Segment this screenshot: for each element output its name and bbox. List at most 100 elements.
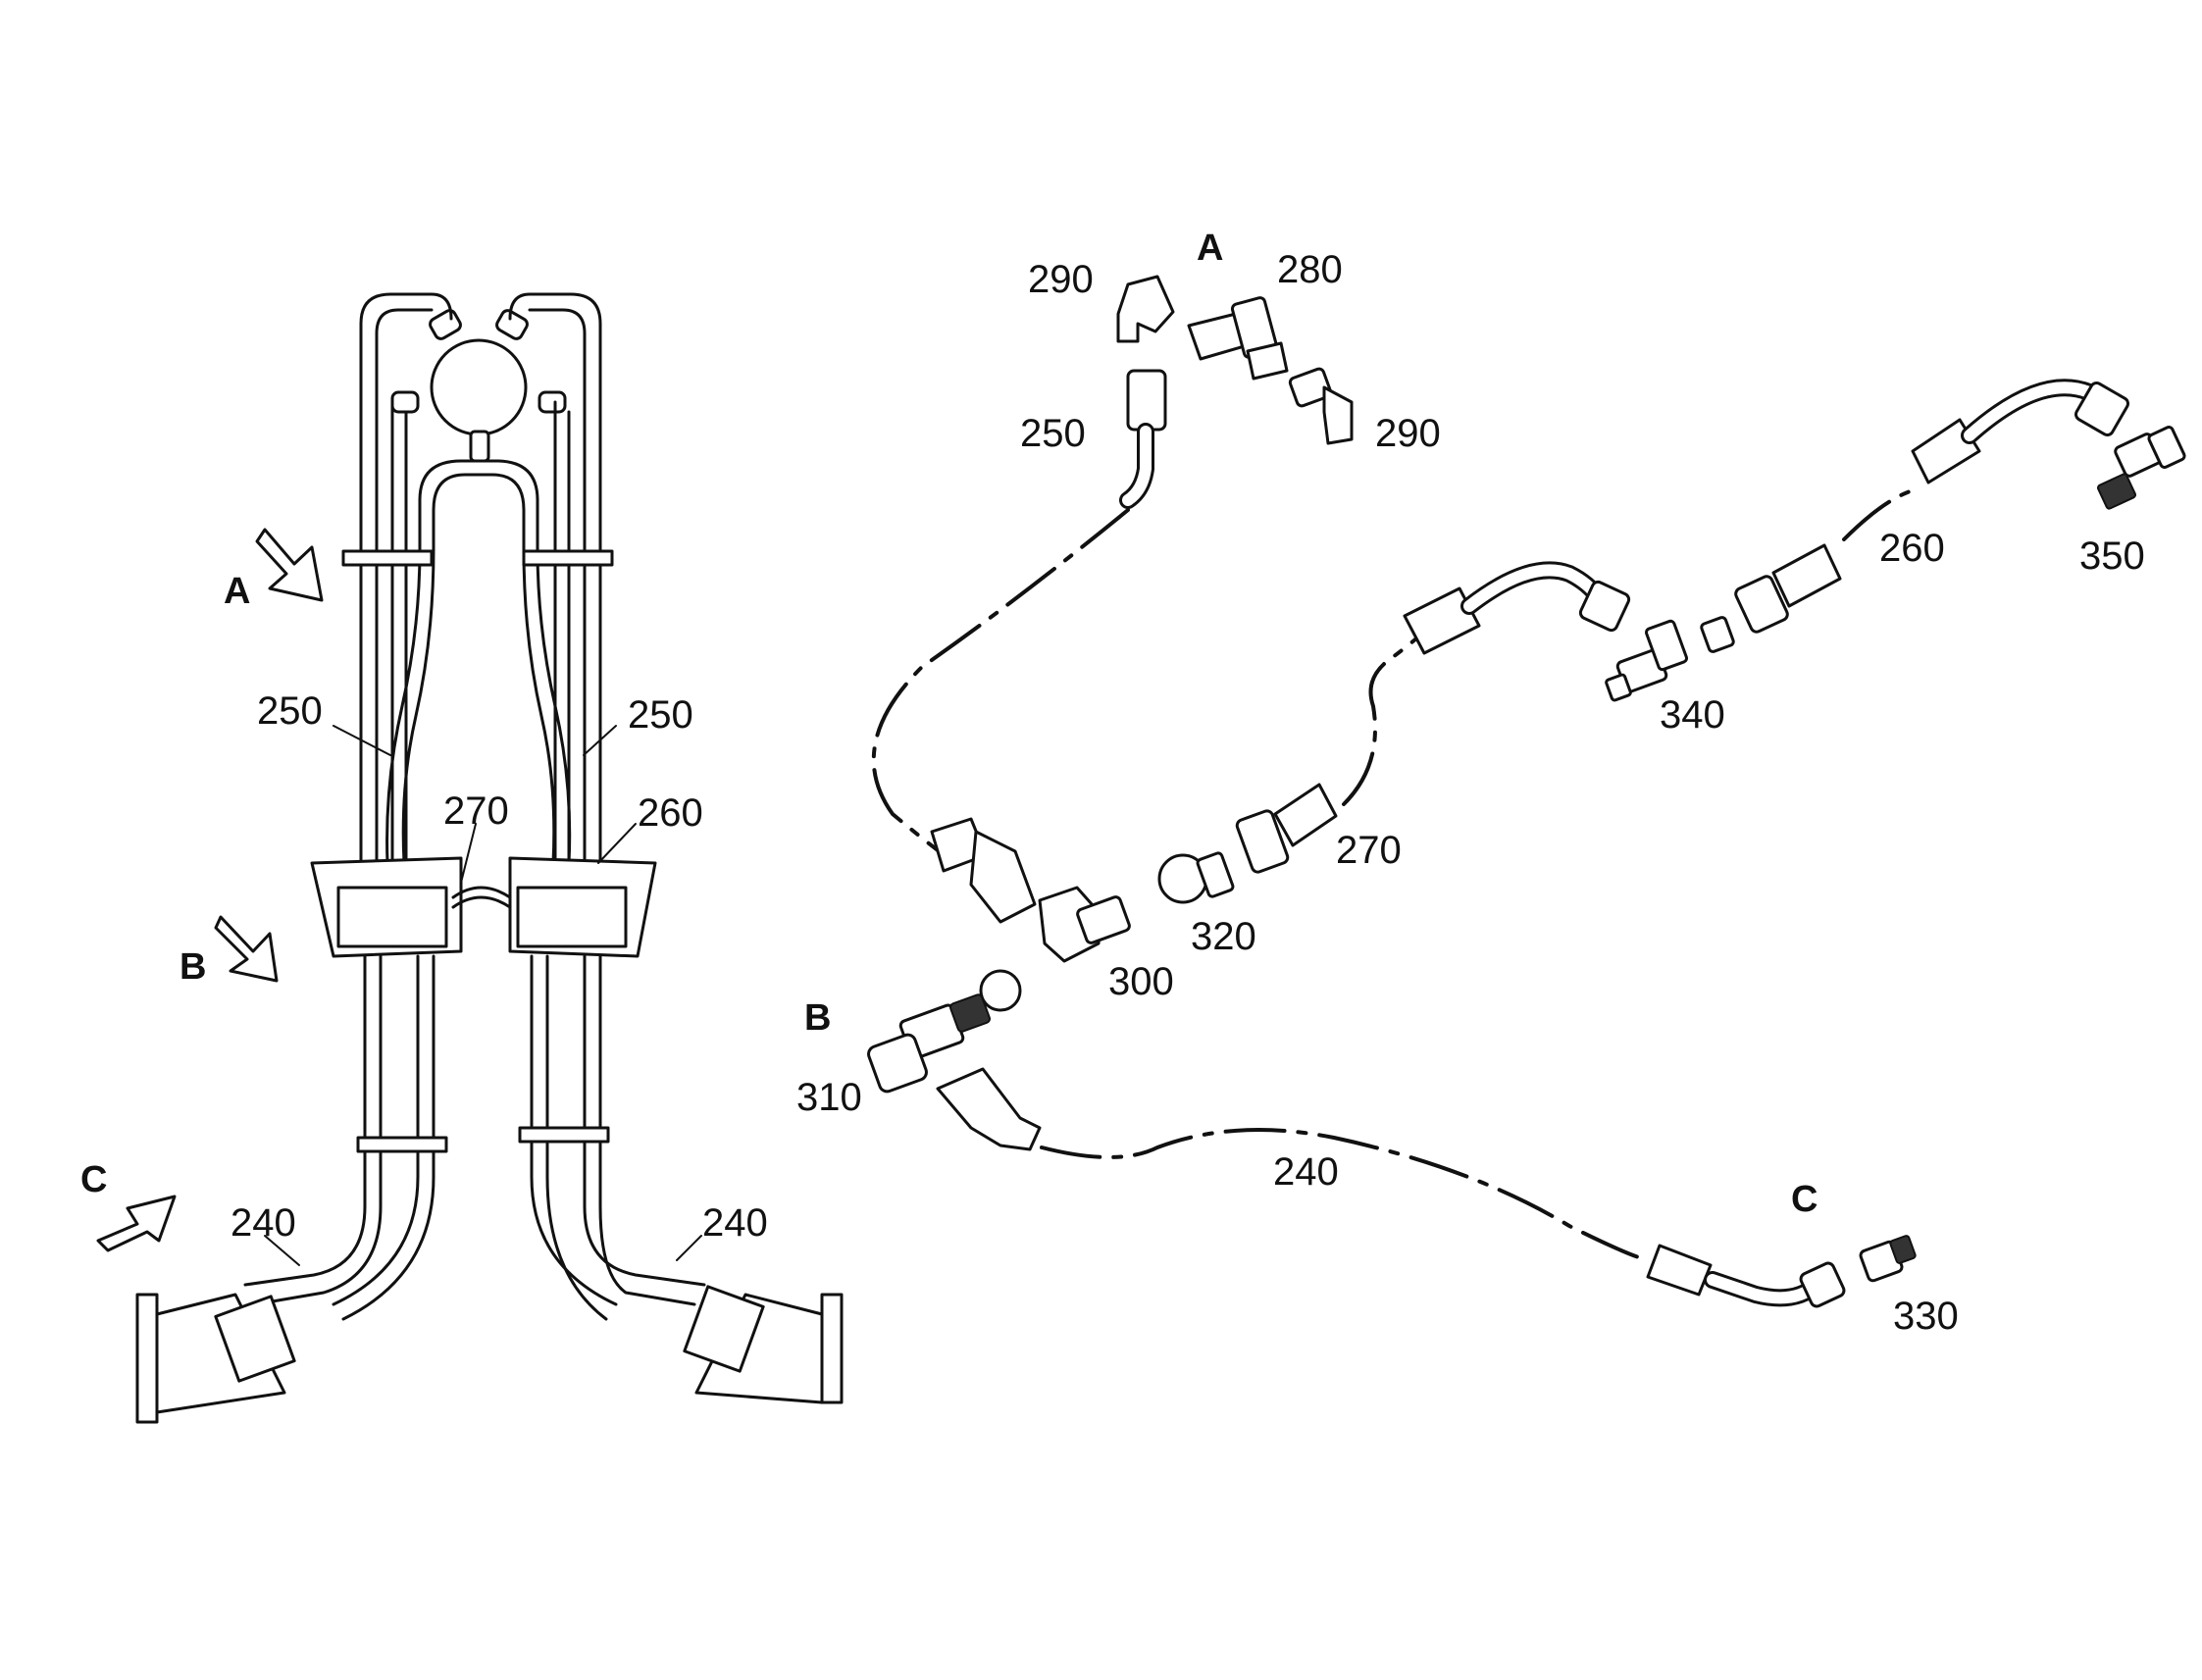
- lower-tube: [530, 954, 618, 1306]
- clamp: [522, 549, 614, 567]
- tee-300: [1038, 886, 1102, 963]
- outlet-coupling-right: [683, 1285, 765, 1373]
- tee-340-port: [1645, 619, 1688, 672]
- label-240: 240: [1273, 1150, 1339, 1194]
- hose-250-left: [385, 459, 481, 865]
- leader-270: [460, 823, 477, 884]
- nut-fitting: [969, 830, 1037, 924]
- label-290-top: 290: [1028, 258, 1094, 301]
- label-250: 250: [1020, 412, 1086, 455]
- valve-block-right: [516, 886, 628, 948]
- label-240-right: 240: [702, 1201, 768, 1245]
- hose-260-run: [1842, 488, 1915, 541]
- fitting-350-end: [2147, 426, 2186, 469]
- outlet-body-left: [155, 1293, 286, 1414]
- view-arrow-a-icon: [255, 528, 324, 602]
- hub-fitting: [429, 309, 462, 340]
- nut-300: [979, 969, 1022, 1012]
- label-290-bottom: 290: [1375, 412, 1441, 455]
- tee-340-end: [1700, 616, 1735, 653]
- label-300: 300: [1108, 960, 1174, 1003]
- crimp-sleeve-260a: [1403, 586, 1481, 655]
- fitting-270: [1235, 809, 1290, 874]
- label-250-left: 250: [257, 689, 323, 733]
- elbow-290-bottom: [1288, 367, 1333, 408]
- tee-300-port: [1076, 895, 1131, 944]
- sleeve-270: [1273, 783, 1338, 847]
- elbow-nut-260: [2074, 382, 2129, 436]
- exploded-view: A B C 290 280 290 250 260 350 340 270 32…: [796, 228, 2186, 1338]
- valve-block-left: [336, 886, 448, 948]
- view-letter-c: C: [80, 1159, 107, 1200]
- fitting-330-thread: [1889, 1235, 1917, 1264]
- lower-tube: [598, 954, 696, 1306]
- label-280: 280: [1277, 248, 1343, 291]
- outer-tube: [508, 292, 602, 865]
- hose-270: [451, 886, 512, 899]
- label-330: 330: [1893, 1295, 1959, 1338]
- tee-280-port: [1246, 341, 1289, 381]
- outlet-flange-right: [820, 1293, 844, 1404]
- adapter-320-thread: [1196, 851, 1235, 898]
- elbow-290-top: [1116, 275, 1175, 343]
- label-250-right: 250: [628, 693, 693, 737]
- elbow-nut-240: [1799, 1261, 1846, 1308]
- assembled-view: A B C 250 250 270 260 240 240: [80, 292, 844, 1424]
- clamp: [341, 549, 434, 567]
- lower-tube: [583, 954, 706, 1287]
- view-letter-c-exploded: C: [1791, 1179, 1818, 1220]
- tee-340-thread: [1605, 673, 1632, 702]
- outlet-flange-left: [135, 1293, 159, 1424]
- lower-tube: [253, 954, 383, 1306]
- lower-tube: [332, 954, 420, 1306]
- clamp: [356, 1136, 448, 1153]
- label-340: 340: [1660, 693, 1725, 737]
- leader-240-left: [264, 1235, 300, 1266]
- bolt-310-thread: [949, 993, 991, 1033]
- label-270: 270: [443, 789, 509, 833]
- hub-fitting: [390, 390, 420, 414]
- outer-tube: [359, 292, 453, 865]
- hose-260-top-inner: [1964, 382, 2095, 441]
- outer-tube: [375, 308, 434, 865]
- label-350: 350: [2079, 535, 2145, 578]
- manifold-hub: [430, 338, 528, 436]
- view-letter-a: A: [224, 571, 250, 612]
- outlet-coupling-left: [214, 1295, 296, 1383]
- view-letter-b: B: [179, 946, 206, 988]
- label-240-left: 240: [230, 1201, 296, 1245]
- view-arrow-b-icon: [214, 915, 279, 983]
- outlet-body-right: [694, 1293, 824, 1404]
- hose-250-right: [477, 473, 556, 865]
- hose-250-run: [871, 508, 1130, 855]
- sleeve-260: [1771, 543, 1842, 608]
- fitting-350-thread: [2096, 473, 2137, 510]
- clamp: [518, 1126, 610, 1144]
- hub-fitting: [469, 430, 490, 463]
- hose-270: [451, 895, 512, 909]
- hose-240-run: [1040, 1128, 1650, 1262]
- hose-250-inner: [1122, 426, 1152, 506]
- label-260: 260: [638, 791, 703, 835]
- hose-250-left: [401, 473, 481, 865]
- hub-fitting: [495, 309, 529, 340]
- label-320: 320: [1191, 915, 1256, 958]
- leader-250-left: [333, 725, 391, 756]
- fitting-240: [936, 1067, 1042, 1151]
- fitting-250: [1126, 369, 1167, 432]
- lower-tube: [341, 954, 435, 1321]
- elbow-290-bottom-leg: [1322, 385, 1354, 445]
- label-310: 310: [796, 1076, 862, 1119]
- view-letter-b-exploded: B: [804, 997, 831, 1039]
- hose-250-right: [477, 459, 572, 865]
- hub-fitting: [538, 390, 567, 414]
- leader-240-right: [676, 1235, 702, 1261]
- view-letter-a-exploded: A: [1197, 228, 1223, 269]
- crimp-sleeve-240: [1646, 1244, 1713, 1297]
- label-260: 260: [1879, 527, 1945, 570]
- leader-260: [597, 823, 637, 864]
- view-arrow-c-icon: [96, 1195, 177, 1252]
- lower-tube: [243, 954, 367, 1287]
